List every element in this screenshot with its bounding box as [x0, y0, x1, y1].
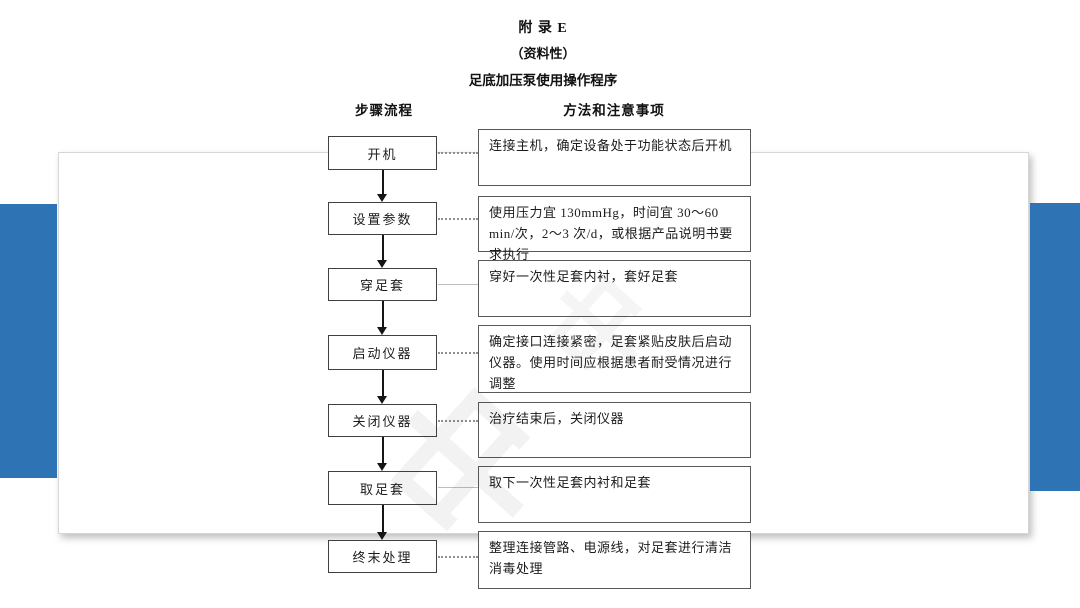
flow-arrow-line: [382, 505, 384, 533]
flow-arrow-line: [382, 170, 384, 195]
method-note-box-7: 整理连接管路、电源线，对足套进行清洁消毒处理: [478, 531, 751, 589]
step-note-connector: [438, 217, 478, 220]
appendix-title: 附 录 E: [518, 21, 568, 36]
flow-step-box-2: 设置参数: [328, 202, 437, 235]
step-note-connector: [438, 283, 478, 285]
method-note-box-4: 确定接口连接紧密，足套紧贴皮肤后启动仪器。使用时间应根据患者耐受情况进行调整: [478, 325, 751, 393]
appendix-subtitle: （资料性）: [510, 46, 576, 61]
step-note-connector: [438, 351, 478, 354]
flow-arrow-head: [377, 532, 387, 540]
flow-step-box-6: 取足套: [328, 471, 437, 505]
step-note-connector: [438, 487, 478, 488]
method-note-box-6: 取下一次性足套内衬和足套: [478, 466, 751, 523]
method-note-box-2: 使用压力宜 130mmHg，时间宜 30～60 min/次，2～3 次/d，或根…: [478, 196, 751, 262]
method-note-text: 使用压力宜 130mmHg，时间宜 30～60 min/次，2～3 次/d，或根…: [489, 205, 733, 262]
flow-arrow-head: [377, 463, 387, 471]
column-header-steps: 步骤流程: [355, 103, 413, 118]
method-note-text: 穿好一次性足套内衬，套好足套: [489, 269, 679, 284]
method-note-text: 确定接口连接紧密，足套紧贴皮肤后启动仪器。使用时间应根据患者耐受情况进行调整: [489, 334, 733, 391]
flow-arrow-line: [382, 235, 384, 261]
method-note-box-3: 穿好一次性足套内衬，套好足套: [478, 260, 751, 317]
flow-arrow-head: [377, 260, 387, 268]
method-note-text: 治疗结束后，关闭仪器: [489, 411, 625, 426]
document-title-block: 附 录 E （资料性） 足底加压泵使用操作程序: [343, 17, 743, 89]
method-note-box-5: 治疗结束后，关闭仪器: [478, 402, 751, 458]
step-note-connector: [438, 152, 478, 154]
flow-arrow-head: [377, 327, 387, 335]
method-note-text: 取下一次性足套内衬和足套: [489, 475, 652, 490]
method-note-box-1: 连接主机，确定设备处于功能状态后开机: [478, 129, 751, 186]
step-note-connector: [438, 555, 478, 558]
flow-step-box-1: 开机: [328, 136, 437, 170]
flow-step-box-3: 穿足套: [328, 268, 437, 301]
flow-step-label: 开机: [367, 146, 398, 162]
flow-arrow-head: [377, 194, 387, 202]
flow-step-box-4: 启动仪器: [328, 335, 437, 370]
column-header-methods: 方法和注意事项: [563, 103, 665, 118]
flow-step-box-7: 终末处理: [328, 540, 437, 573]
flow-arrow-head: [377, 396, 387, 404]
step-note-connector: [438, 419, 478, 422]
method-note-text: 整理连接管路、电源线，对足套进行清洁消毒处理: [489, 540, 733, 576]
flow-step-label: 终末处理: [352, 550, 413, 565]
flow-arrow-line: [382, 437, 384, 464]
left-accent-bar: [0, 204, 57, 478]
flow-step-label: 取足套: [359, 481, 405, 497]
flow-step-label: 启动仪器: [352, 346, 413, 361]
flow-step-box-5: 关闭仪器: [328, 404, 437, 437]
flow-step-label: 设置参数: [352, 212, 413, 227]
flow-step-label: 关闭仪器: [352, 414, 413, 429]
procedure-title: 足底加压泵使用操作程序: [468, 73, 618, 88]
right-accent-bar: [1030, 203, 1080, 491]
method-note-text: 连接主机，确定设备处于功能状态后开机: [489, 138, 733, 153]
flow-arrow-line: [382, 301, 384, 328]
flow-arrow-line: [382, 370, 384, 397]
flow-step-label: 穿足套: [359, 278, 405, 293]
